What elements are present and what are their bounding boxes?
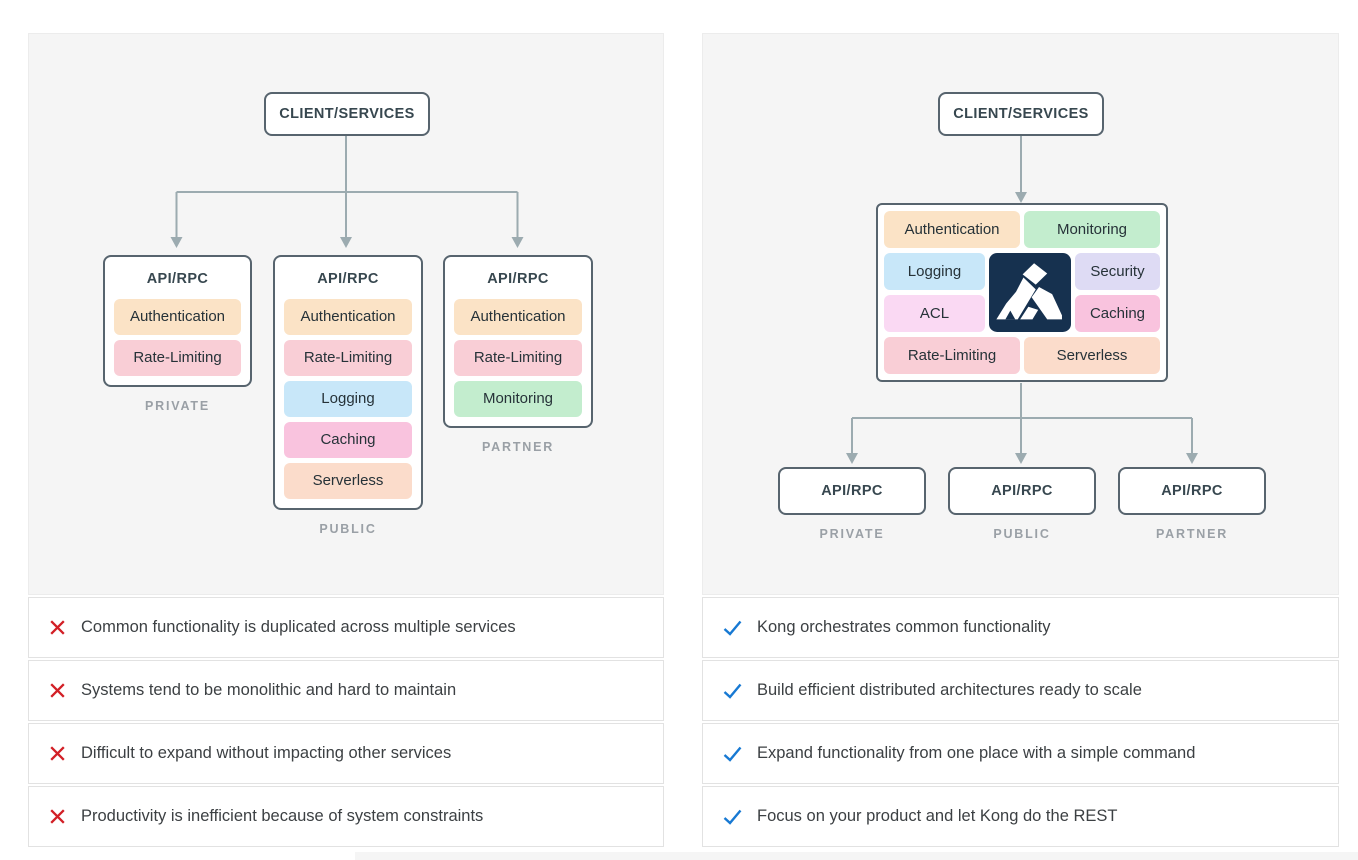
diagram-without-kong: CLIENT/SERVICES API/RPC Authentication R… bbox=[28, 33, 664, 595]
kong-plugins-row: Rate-Limiting Serverless bbox=[884, 337, 1160, 374]
stack-caption-private: PRIVATE bbox=[145, 399, 210, 413]
service-stack-private: API/RPC Authentication Rate-Limiting bbox=[103, 255, 252, 387]
chip-acl: ACL bbox=[884, 295, 985, 332]
endpoint-caption-public: PUBLIC bbox=[993, 527, 1051, 541]
chip-logging: Logging bbox=[884, 253, 985, 290]
cross-icon bbox=[49, 682, 66, 699]
kong-right-column: Security Caching bbox=[1075, 253, 1160, 332]
diagram-with-kong: CLIENT/SERVICES Authentication Monitorin… bbox=[702, 33, 1339, 595]
endpoint-node-public: API/RPC bbox=[948, 467, 1096, 515]
chip-logging: Logging bbox=[284, 381, 412, 417]
list-item-text: Build efficient distributed architecture… bbox=[757, 681, 1142, 699]
check-icon bbox=[723, 746, 742, 762]
bottom-divider bbox=[355, 852, 1358, 860]
check-icon bbox=[723, 620, 742, 636]
list-item: Productivity is inefficient because of s… bbox=[28, 786, 664, 847]
list-item: Kong orchestrates common functionality bbox=[702, 597, 1339, 658]
chip-authentication: Authentication bbox=[454, 299, 582, 335]
chip-authentication: Authentication bbox=[114, 299, 241, 335]
panel-without-kong: CLIENT/SERVICES API/RPC Authentication R… bbox=[28, 33, 664, 847]
chip-caching: Caching bbox=[1075, 295, 1160, 332]
chip-monitoring: Monitoring bbox=[1024, 211, 1160, 248]
list-item-text: Expand functionality from one place with… bbox=[757, 744, 1196, 762]
client-services-node: CLIENT/SERVICES bbox=[264, 92, 430, 136]
stack-caption-partner: PARTNER bbox=[481, 440, 555, 454]
endpoint-caption-partner: PARTNER bbox=[1155, 527, 1229, 541]
endpoint-caption-private: PRIVATE bbox=[819, 527, 885, 541]
kong-gorilla-logo bbox=[989, 253, 1071, 332]
list-item-text: Kong orchestrates common functionality bbox=[757, 618, 1051, 636]
chip-authentication: Authentication bbox=[884, 211, 1020, 248]
list-item: Systems tend to be monolithic and hard t… bbox=[28, 660, 664, 721]
chip-rate-limiting: Rate-Limiting bbox=[114, 340, 241, 376]
stack-caption-public: PUBLIC bbox=[319, 522, 377, 536]
check-icon bbox=[723, 809, 742, 825]
chip-serverless: Serverless bbox=[1024, 337, 1160, 374]
stack-title: API/RPC bbox=[146, 271, 209, 287]
list-item: Difficult to expand without impacting ot… bbox=[28, 723, 664, 784]
cross-icon bbox=[49, 808, 66, 825]
list-item-text: Difficult to expand without impacting ot… bbox=[81, 744, 452, 762]
chip-authentication: Authentication bbox=[284, 299, 412, 335]
panel-with-kong: CLIENT/SERVICES Authentication Monitorin… bbox=[702, 33, 1339, 847]
kong-left-column: Logging ACL bbox=[884, 253, 985, 332]
endpoint-node-private: API/RPC bbox=[778, 467, 926, 515]
endpoint-node-partner: API/RPC bbox=[1118, 467, 1266, 515]
list-item-text: Common functionality is duplicated acros… bbox=[81, 618, 516, 636]
client-services-node: CLIENT/SERVICES bbox=[938, 92, 1104, 136]
kong-plugins-middle-row: Logging ACL Secu bbox=[884, 253, 1160, 332]
cross-icon bbox=[49, 619, 66, 636]
check-icon bbox=[723, 683, 742, 699]
chip-rate-limiting: Rate-Limiting bbox=[884, 337, 1020, 374]
list-item: Build efficient distributed architecture… bbox=[702, 660, 1339, 721]
drawbacks-list: Common functionality is duplicated acros… bbox=[28, 597, 664, 847]
list-item-text: Productivity is inefficient because of s… bbox=[81, 807, 484, 825]
chip-security: Security bbox=[1075, 253, 1160, 290]
service-stack-partner: API/RPC Authentication Rate-Limiting Mon… bbox=[443, 255, 593, 428]
service-stack-public: API/RPC Authentication Rate-Limiting Log… bbox=[273, 255, 423, 510]
list-item: Common functionality is duplicated acros… bbox=[28, 597, 664, 658]
list-item: Focus on your product and let Kong do th… bbox=[702, 786, 1339, 847]
chip-monitoring: Monitoring bbox=[454, 381, 582, 417]
kong-plugins-row: Authentication Monitoring bbox=[884, 211, 1160, 248]
list-item: Expand functionality from one place with… bbox=[702, 723, 1339, 784]
list-item-text: Systems tend to be monolithic and hard t… bbox=[81, 681, 457, 699]
chip-rate-limiting: Rate-Limiting bbox=[454, 340, 582, 376]
chip-caching: Caching bbox=[284, 422, 412, 458]
stack-title: API/RPC bbox=[487, 271, 549, 287]
cross-icon bbox=[49, 745, 66, 762]
chip-serverless: Serverless bbox=[284, 463, 412, 499]
stack-title: API/RPC bbox=[317, 271, 379, 287]
list-item-text: Focus on your product and let Kong do th… bbox=[757, 807, 1118, 825]
chip-rate-limiting: Rate-Limiting bbox=[284, 340, 412, 376]
kong-gateway-box: Authentication Monitoring Logging ACL bbox=[876, 203, 1168, 382]
benefits-list: Kong orchestrates common functionality B… bbox=[702, 597, 1339, 847]
